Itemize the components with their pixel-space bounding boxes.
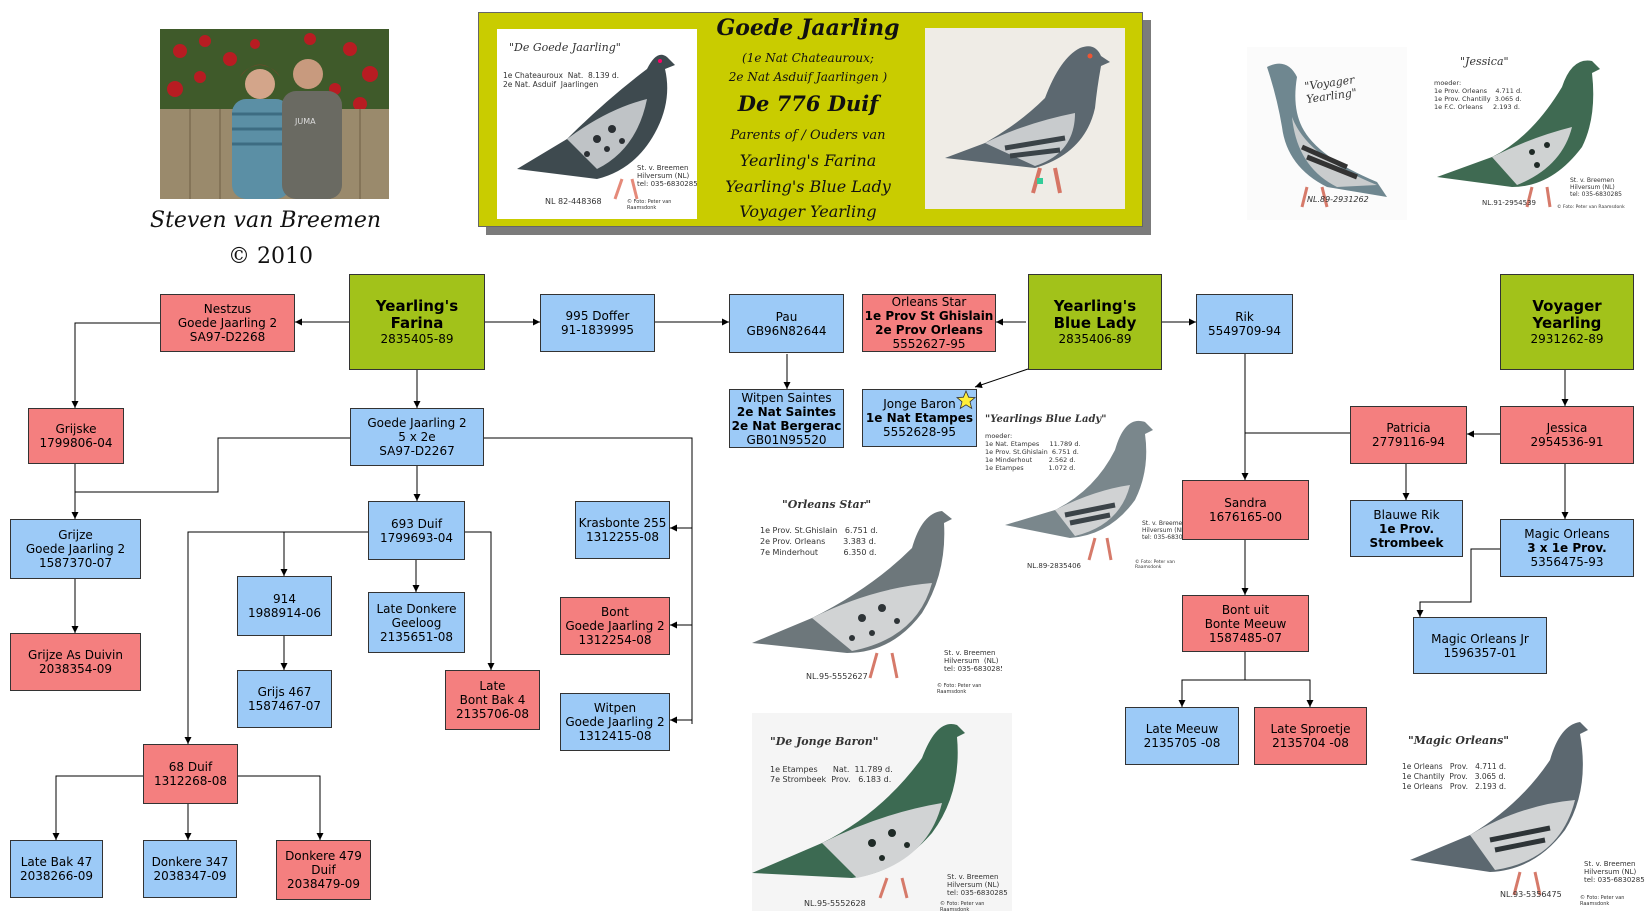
card-title: "Orleans Star" bbox=[782, 498, 872, 511]
card-owner: St. v. Breemen Hilversum (NL) tel: 035-6… bbox=[637, 164, 697, 188]
node-pau[interactable]: Pau GB96N82644 bbox=[729, 294, 844, 353]
banner-child-2: Yearling's Blue Lady bbox=[725, 177, 891, 196]
node-witpen-goede-jaarling-2[interactable]: Witpen Goede Jaarling 2 1312415-08 bbox=[560, 693, 670, 751]
node-blauwe-rik[interactable]: Blauwe Rik 1e Prov. Strombeek bbox=[1350, 500, 1463, 557]
node-yearlings-blue-lady[interactable]: Yearling's Blue Lady 2835406-89 bbox=[1028, 274, 1162, 370]
card-owner: St. v. Breemen Hilversum (NL) tel: 035-6… bbox=[1584, 860, 1645, 884]
node-orleans-star[interactable]: Orleans Star 1e Prov St Ghislain 2e Prov… bbox=[862, 294, 996, 352]
pigeon-illustration bbox=[752, 511, 952, 679]
node-yearlings-farina[interactable]: Yearling's Farina 2835405-89 bbox=[349, 274, 485, 370]
node-krasbonte-255[interactable]: Krasbonte 255 1312255-08 bbox=[575, 501, 670, 559]
node-68-duif[interactable]: 68 Duif 1312268-08 bbox=[143, 744, 238, 804]
owners-photo: JUMA bbox=[160, 29, 389, 199]
goede-jaarling-banner: "De Goede Jaarling" 1e Chateauroux Nat. … bbox=[478, 12, 1143, 227]
svg-text:JUMA: JUMA bbox=[294, 117, 316, 126]
card-credit: © Foto: Peter van Raamsdonk bbox=[937, 683, 982, 693]
card-title: "De Goede Jaarling" bbox=[509, 41, 621, 54]
card-owner: St. v. Breemen Hilversum (NL) tel: 035-6… bbox=[947, 873, 1008, 897]
node-grijze-goede-jaarling-2[interactable]: Grijze Goede Jaarling 2 1587370-07 bbox=[10, 519, 141, 579]
card-title: "Yearlings Blue Lady" bbox=[985, 414, 1107, 425]
card-orleans-star: "Orleans Star" 1e Prov. St.Ghislain 6.75… bbox=[752, 493, 1002, 693]
card-ring: NL.89-2931262 bbox=[1307, 195, 1369, 204]
card-owner: St. v. Breemen Hilversum (NL) tel: 035-6… bbox=[944, 649, 1002, 673]
node-late-bak-47[interactable]: Late Bak 47 2038266-09 bbox=[10, 840, 103, 898]
pigeon-illustration bbox=[752, 723, 965, 899]
pigeon-illustration bbox=[517, 54, 675, 200]
banner-child-3: Voyager Yearling bbox=[739, 202, 877, 221]
node-voyager-yearling[interactable]: Voyager Yearling 2931262-89 bbox=[1500, 274, 1634, 370]
node-donkere-479[interactable]: Donkere 479 Duif 2038479-09 bbox=[276, 840, 371, 900]
banner-card-goede-jaarling: "De Goede Jaarling" 1e Chateauroux Nat. … bbox=[497, 29, 697, 219]
banner-subtitle-1: (1e Nat Chateauroux; bbox=[742, 51, 874, 65]
card-voyager-yearling: "Voyager Yearling" NL.89-2931262 bbox=[1247, 47, 1407, 220]
card-title: "Jessica" bbox=[1460, 55, 1509, 68]
card-title: "De Jonge Baron" bbox=[770, 735, 879, 748]
card-ring: NL.93-5356475 bbox=[1500, 890, 1562, 899]
node-grijze-as-duivin[interactable]: Grijze As Duivin 2038354-09 bbox=[10, 633, 141, 691]
card-owner: St. v. Breemen Hilversum (NL) tel: 035-6… bbox=[1142, 520, 1194, 541]
node-693-duif[interactable]: 693 Duif 1799693-04 bbox=[368, 501, 465, 560]
banner-duif: De 776 Duif bbox=[737, 91, 879, 116]
node-goede-jaarling-2[interactable]: Goede Jaarling 2 5 x 2e SA97-D2267 bbox=[350, 408, 484, 466]
card-results: 1e Chateauroux Nat. 8.139 d. 2e Nat. Asd… bbox=[503, 71, 620, 89]
banner-title: Goede Jaarling bbox=[716, 15, 900, 41]
card-credit: © Foto: Peter van Raamsdonk bbox=[1135, 560, 1175, 570]
banner-child-1: Yearling's Farina bbox=[739, 151, 877, 170]
banner-pigeon-photo bbox=[925, 28, 1125, 209]
banner-subtitle-2: 2e Nat Asduif Jaarlingen ) bbox=[728, 70, 888, 84]
node-grijske[interactable]: Grijske 1799806-04 bbox=[28, 408, 124, 464]
node-rik[interactable]: Rik 5549709-94 bbox=[1196, 294, 1293, 354]
node-bont-goede-jaarling-2[interactable]: Bont Goede Jaarling 2 1312254-08 bbox=[560, 597, 670, 655]
pigeon-illustration bbox=[1437, 60, 1600, 208]
card-results: moeder: 1e Prov. Orleans 4.711 d. 1e Pro… bbox=[1434, 79, 1523, 111]
node-sandra[interactable]: Sandra 1676165-00 bbox=[1182, 480, 1309, 540]
card-magic-orleans: "Magic Orleans" 1e Orleans Prov. 4.711 d… bbox=[1390, 710, 1645, 910]
node-995-doffer[interactable]: 995 Doffer 91-1839995 bbox=[540, 294, 655, 352]
card-credit: © Foto: Peter van Raamsdonk bbox=[1580, 895, 1625, 907]
signature-copyright: © 2010 bbox=[228, 244, 313, 269]
banner-parents: Parents of / Ouders van bbox=[730, 128, 886, 143]
card-results: 1e Etampes Nat. 11.789 d. 7e Strombeek P… bbox=[770, 765, 893, 784]
node-magic-orleans-jr[interactable]: Magic Orleans Jr 1596357-01 bbox=[1413, 617, 1547, 674]
card-credit: © Foto: Peter van Raamsdonk bbox=[627, 199, 672, 211]
node-late-donkere[interactable]: Late Donkere Geeloog 2135651-08 bbox=[368, 592, 465, 653]
node-donkere-347[interactable]: Donkere 347 2038347-09 bbox=[143, 840, 237, 898]
card-jessica: "Jessica" moeder: 1e Prov. Orleans 4.711… bbox=[1422, 47, 1627, 220]
card-de-jonge-baron: "De Jonge Baron" 1e Etampes Nat. 11.789 … bbox=[752, 713, 1012, 911]
node-jessica[interactable]: Jessica 2954536-91 bbox=[1500, 406, 1634, 464]
card-results: moeder: 1e Nat. Etampes 11.789 d. 1e Pro… bbox=[985, 432, 1081, 472]
node-late-bont-bak-4[interactable]: Late Bont Bak 4 2135706-08 bbox=[445, 670, 540, 730]
star-icon bbox=[956, 390, 976, 410]
node-magic-orleans[interactable]: Magic Orleans 3 x 1e Prov. 5356475-93 bbox=[1500, 519, 1634, 577]
node-914[interactable]: 914 1988914-06 bbox=[237, 576, 332, 636]
node-witpen-saintes[interactable]: Witpen Saintes 2e Nat Saintes 2e Nat Ber… bbox=[729, 389, 844, 448]
node-late-sproetje[interactable]: Late Sproetje 2135704 -08 bbox=[1254, 707, 1367, 765]
card-ring: NL.95-5552627 bbox=[806, 672, 868, 681]
pigeon-illustration bbox=[1005, 420, 1153, 561]
card-owner: St. v. Breemen Hilversum (NL) tel: 035-6… bbox=[1570, 177, 1622, 198]
card-credit: © Foto: Peter van Raamsdonk bbox=[1557, 205, 1625, 210]
card-ring: NL 82-448368 bbox=[545, 197, 602, 206]
card-ring: NL.95-5552628 bbox=[804, 899, 866, 908]
card-title: "Magic Orleans" bbox=[1408, 734, 1510, 747]
signature-name: Steven van Breemen bbox=[150, 208, 382, 233]
card-results: 1e Prov. St.Ghislain 6.751 d. 2e Prov. O… bbox=[760, 526, 878, 557]
node-patricia[interactable]: Patricia 2779116-94 bbox=[1350, 406, 1467, 464]
card-results: 1e Orleans Prov. 4.711 d. 1e Chantily Pr… bbox=[1402, 762, 1507, 791]
node-late-meeuw[interactable]: Late Meeuw 2135705 -08 bbox=[1125, 707, 1239, 765]
pigeon-illustration bbox=[1410, 722, 1588, 896]
node-bont-uit-bonte-meeuw[interactable]: Bont uit Bonte Meeuw 1587485-07 bbox=[1182, 595, 1309, 652]
card-ring: NL.89-2835406 bbox=[1027, 562, 1081, 570]
node-grijs-467[interactable]: Grijs 467 1587467-07 bbox=[237, 670, 332, 728]
card-credit: © Foto: Peter van Raamsdonk bbox=[940, 901, 985, 911]
pigeon-illustration bbox=[1267, 63, 1387, 208]
card-yearlings-blue-lady: "Yearlings Blue Lady" moeder: 1e Nat. Et… bbox=[985, 410, 1200, 575]
card-ring: NL.91-2954539 bbox=[1482, 199, 1536, 207]
node-nestzus[interactable]: Nestzus Goede Jaarling 2 SA97-D2268 bbox=[160, 294, 295, 352]
